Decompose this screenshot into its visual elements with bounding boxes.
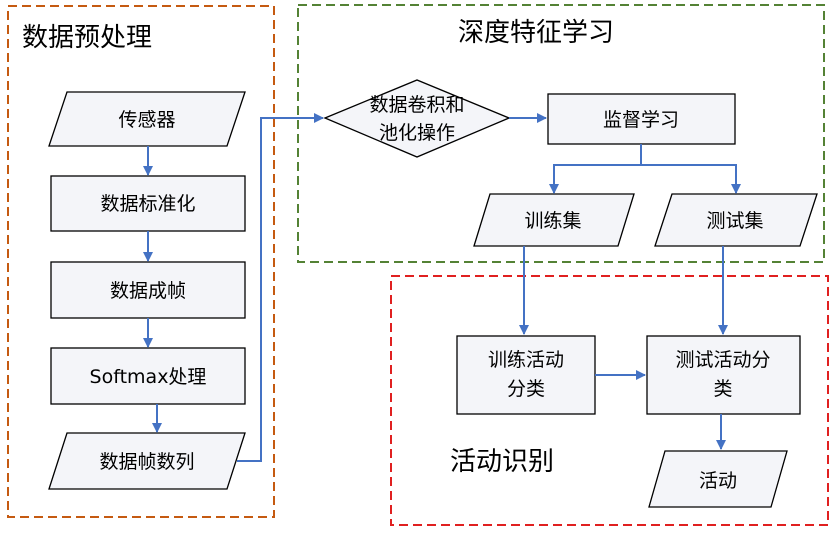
node-conv-pool-label-line1: 数据卷积和 xyxy=(369,94,464,116)
arrow-supervised-to-test-set xyxy=(641,164,741,194)
group-box-preprocess xyxy=(7,5,275,518)
node-supervised xyxy=(547,93,736,145)
node-train-set xyxy=(473,193,635,247)
node-test-set-label: 测试集 xyxy=(706,210,763,232)
arrow-supervised-to-train-set xyxy=(549,144,642,194)
node-train-classify xyxy=(456,335,596,415)
node-softmax xyxy=(50,347,246,405)
node-conv-pool xyxy=(323,79,511,158)
node-standardize-label: 数据标准化 xyxy=(100,193,195,215)
group-title-activity: 活动识别 xyxy=(450,447,554,477)
node-activity-label: 活动 xyxy=(699,470,737,492)
node-test-set xyxy=(654,193,818,247)
node-train-set-label: 训练集 xyxy=(524,210,581,232)
node-supervised-label: 监督学习 xyxy=(603,109,679,131)
group-title-preprocess: 数据预处理 xyxy=(22,23,152,53)
group-box-activity xyxy=(390,275,829,526)
node-test-classify xyxy=(646,335,801,415)
node-conv-pool-label-line2: 池化操作 xyxy=(379,122,455,144)
node-standardize xyxy=(50,175,246,232)
node-train-classify-label-line2: 分类 xyxy=(507,378,545,400)
node-frame-series-label: 数据帧数列 xyxy=(99,451,194,473)
arrow-frame-series-to-conv-pool xyxy=(237,113,324,462)
node-activity xyxy=(648,450,788,508)
node-sensor-label: 传感器 xyxy=(118,109,175,131)
node-test-classify-label-line2: 类 xyxy=(713,378,732,400)
node-sensor xyxy=(48,91,246,147)
node-train-classify-label-line1: 训练活动 xyxy=(488,349,564,371)
node-test-classify-label-line1: 测试活动分 xyxy=(675,349,770,371)
node-framing-label: 数据成帧 xyxy=(110,280,186,302)
node-softmax-label: Softmax处理 xyxy=(90,366,207,388)
group-title-deep-learning: 深度特征学习 xyxy=(458,18,614,48)
node-frame-series xyxy=(48,432,246,490)
